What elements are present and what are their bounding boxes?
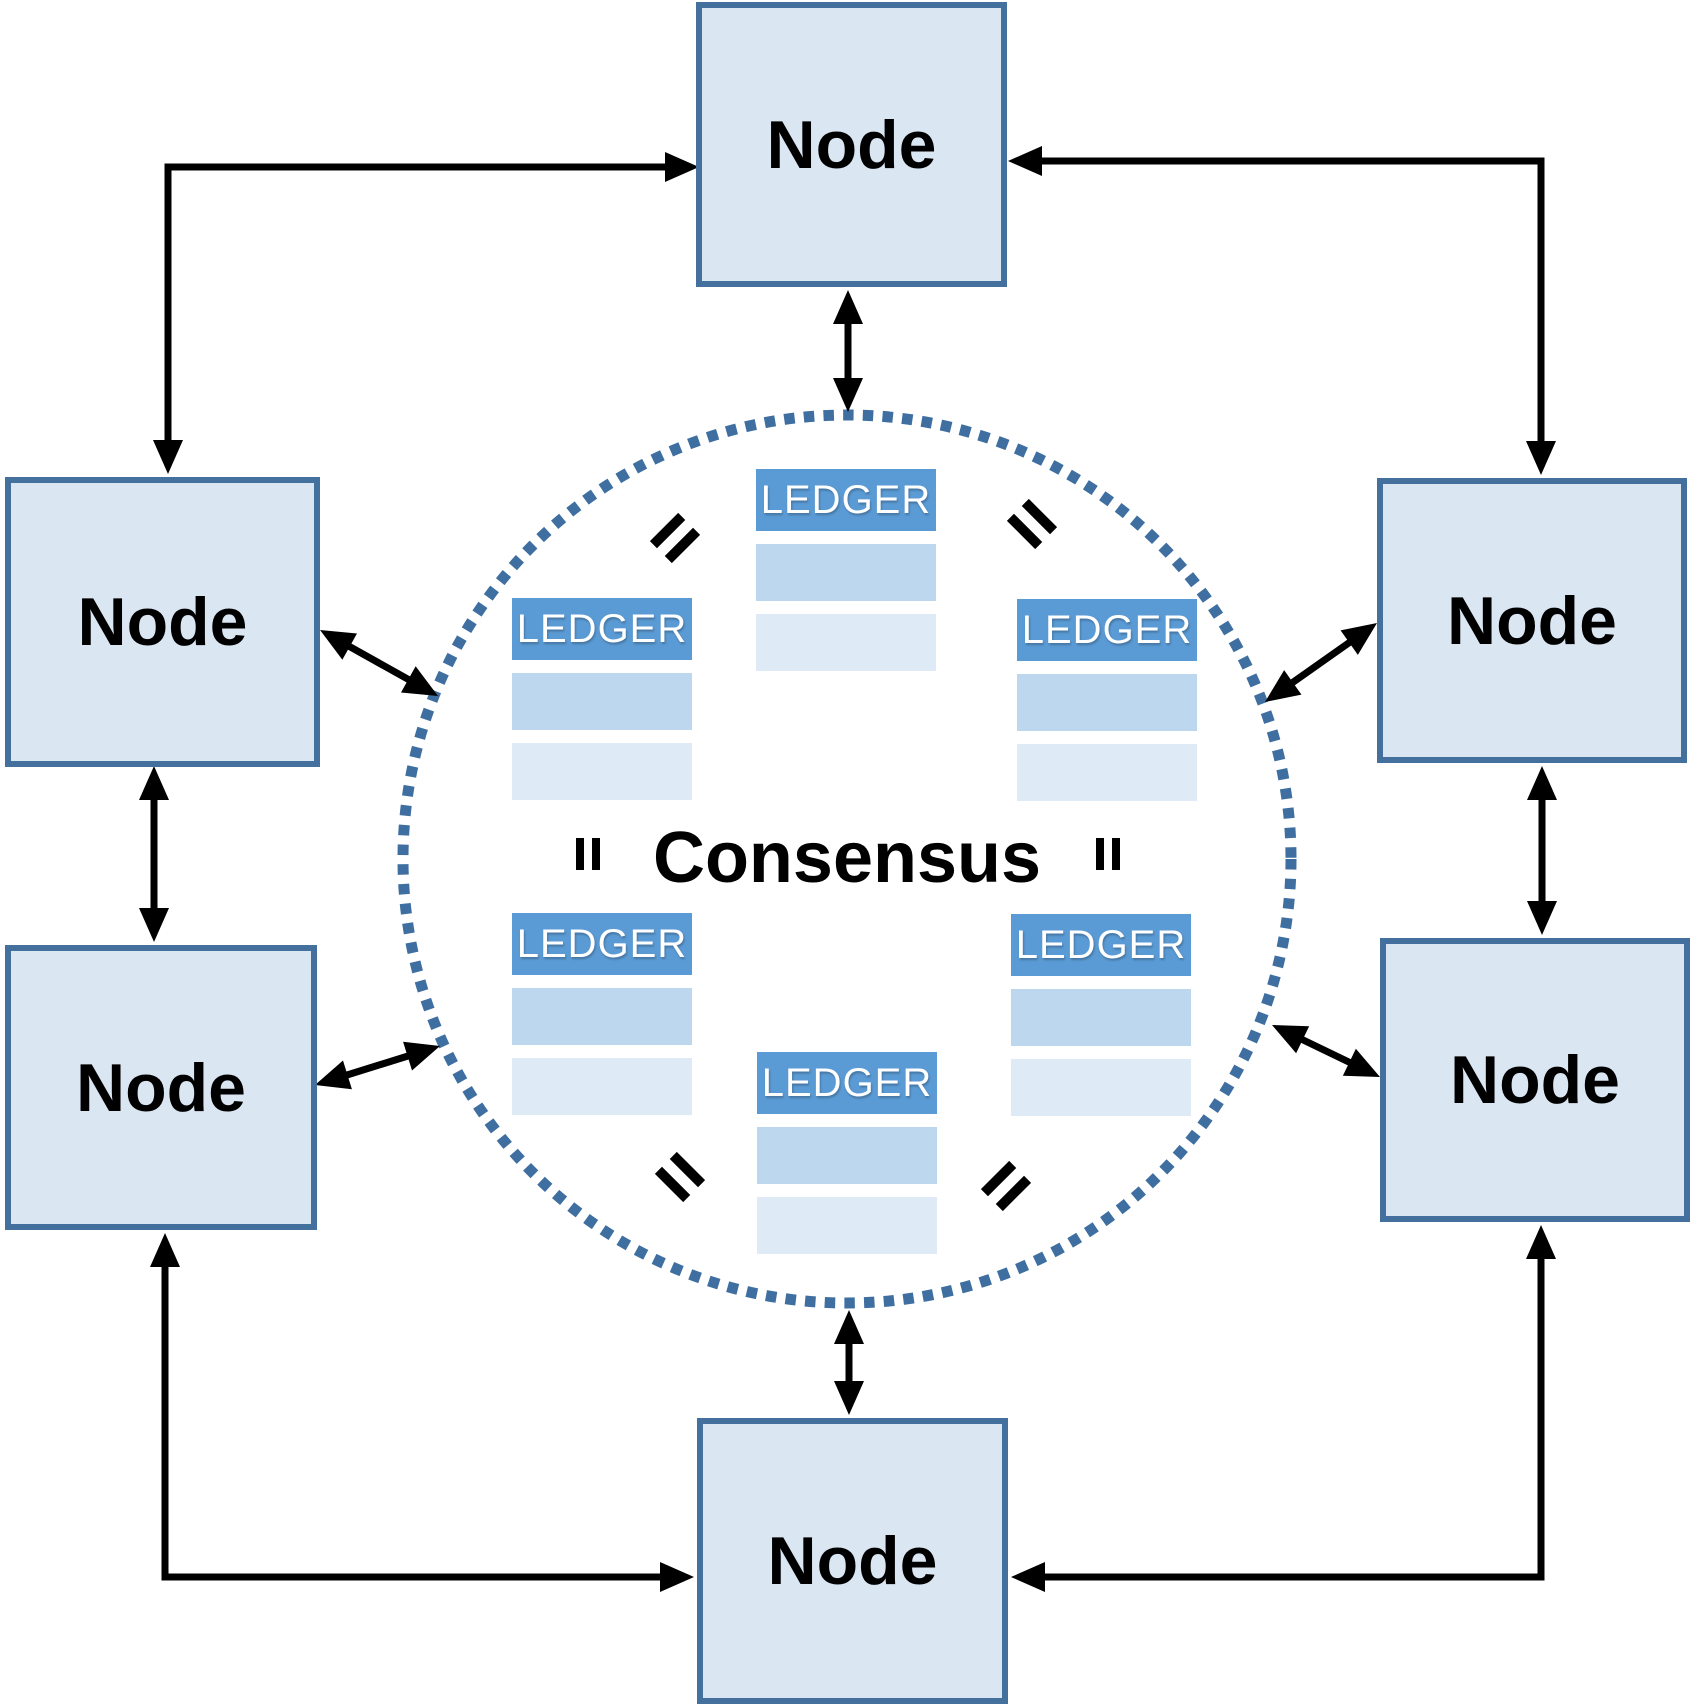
arrowhead: [660, 1562, 694, 1592]
arrowhead: [1272, 1025, 1310, 1054]
equals-sign-right: [1096, 838, 1120, 870]
connector-line: [164, 163, 673, 448]
node-label: Node: [1447, 582, 1617, 659]
arrowhead: [1527, 901, 1557, 935]
arrowhead: [833, 290, 863, 324]
ledger-title: LEDGER: [757, 1052, 937, 1114]
node-box-left-lower: Node: [5, 945, 317, 1230]
ledger-row: [756, 544, 936, 601]
ledger-row: [757, 1197, 937, 1254]
connector-line: [1284, 635, 1358, 690]
ledger-top-center: LEDGER: [756, 469, 936, 671]
ledger-title: LEDGER: [756, 469, 936, 531]
equals-sign-left: [576, 838, 600, 870]
arrowhead: [1340, 623, 1377, 655]
ledger-row: [1011, 1059, 1191, 1116]
ledger-row: [1017, 674, 1197, 731]
connector-line: [1037, 1251, 1545, 1581]
connector-line: [338, 1050, 417, 1081]
arrowhead: [139, 908, 169, 942]
ledger-row: [1011, 989, 1191, 1046]
arrowhead: [1526, 441, 1556, 475]
arrowhead: [150, 1233, 180, 1267]
arrowhead: [315, 1060, 352, 1090]
arrowhead: [834, 1310, 864, 1344]
arrowhead: [401, 666, 438, 696]
consensus-label: Consensus: [652, 818, 1042, 898]
arrowhead: [1011, 1562, 1045, 1592]
ledger-row: [512, 673, 692, 730]
node-label: Node: [77, 584, 248, 660]
arrowhead: [320, 630, 357, 660]
arrowhead: [834, 1381, 864, 1415]
arrowhead: [139, 766, 169, 800]
ledger-title: LEDGER: [1017, 599, 1197, 661]
arrowhead: [1342, 1048, 1380, 1077]
arrowhead: [833, 378, 863, 412]
node-box-top: Node: [696, 2, 1007, 287]
ledger-row: [512, 988, 692, 1045]
ledger-row: [756, 614, 936, 671]
arrowhead: [1008, 146, 1042, 176]
ledger-row: [512, 743, 692, 800]
arrowhead: [1527, 766, 1557, 800]
arrowhead: [665, 152, 699, 182]
connector-line: [340, 639, 418, 687]
arrowhead: [403, 1041, 440, 1071]
node-box-right-lower: Node: [1380, 938, 1690, 1222]
ledger-title: LEDGER: [1011, 914, 1191, 976]
ledger-upper-right: LEDGER: [1017, 599, 1197, 801]
node-box-bottom: Node: [697, 1418, 1008, 1704]
node-label: Node: [76, 1049, 246, 1126]
ledger-lower-right: LEDGER: [1011, 914, 1191, 1116]
ledger-title: LEDGER: [512, 598, 692, 660]
node-label: Node: [766, 106, 937, 183]
ledger-row: [512, 1058, 692, 1115]
arrowhead: [1265, 670, 1302, 702]
ledger-upper-left: LEDGER: [512, 598, 692, 800]
ledger-row: [757, 1127, 937, 1184]
arrowhead: [153, 440, 183, 474]
node-label: Node: [767, 1523, 938, 1599]
ledger-title: LEDGER: [512, 913, 692, 975]
consensus-ring-dotted-circle: [397, 409, 1297, 1309]
ledger-bottom-center: LEDGER: [757, 1052, 937, 1254]
ledger-row: [1017, 744, 1197, 801]
arrowhead: [1526, 1225, 1556, 1259]
connector-line: [1293, 1033, 1359, 1069]
connector-line: [161, 1259, 668, 1581]
ledger-lower-left: LEDGER: [512, 913, 692, 1115]
node-label: Node: [1450, 1042, 1620, 1118]
node-box-left-upper: Node: [5, 477, 320, 767]
connector-line: [1034, 157, 1545, 449]
node-box-right-upper: Node: [1377, 478, 1687, 763]
